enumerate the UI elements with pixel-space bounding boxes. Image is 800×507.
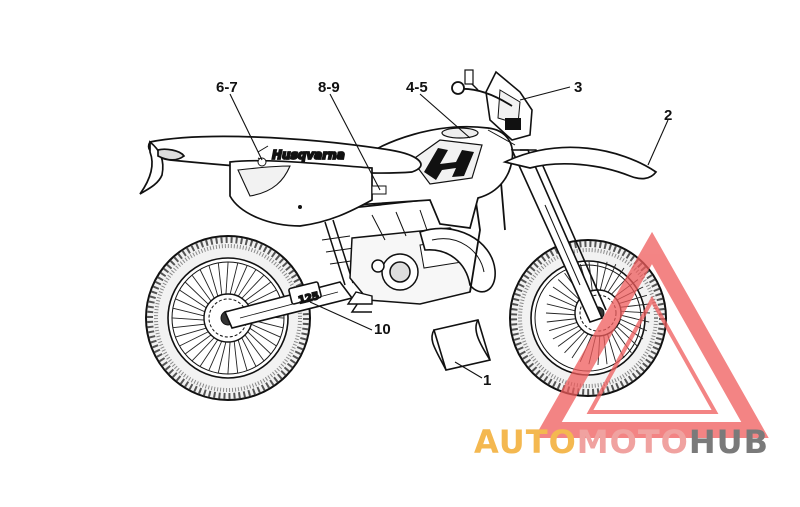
callout-label-8-9: 8-9: [318, 79, 340, 96]
callout-label-2: 2: [664, 107, 672, 124]
front-fender: [502, 146, 658, 180]
handlebar: [451, 69, 513, 107]
swingarm: 125: [223, 281, 354, 329]
watermark-part-auto: AUTO: [474, 423, 577, 461]
callout-label-3: 3: [574, 79, 582, 96]
callout-label-1: 1: [483, 372, 491, 389]
front-fork: [510, 149, 607, 323]
watermark-text: AUTOMOTOHUB: [474, 423, 769, 461]
front-number-plate: [485, 70, 533, 141]
watermark-part-moto: MOTO: [577, 423, 689, 461]
exhaust-pipe: [419, 227, 496, 293]
rear-fender: [139, 140, 186, 195]
callout-label-6-7: 6-7: [216, 79, 238, 96]
seat: Husqvarna: [147, 135, 422, 174]
callout-label-10: 10: [374, 321, 391, 338]
fuel-tank-shroud: [349, 125, 516, 229]
callout-label-4-5: 4-5: [406, 79, 428, 96]
side-panel: [229, 157, 387, 227]
seat-brand-text: Husqvarna: [272, 148, 345, 162]
decal-kit-package: [431, 319, 492, 371]
watermark-logo: AUTOMOTOHUB: [474, 231, 769, 461]
footpeg: [346, 291, 373, 305]
leader-lines: [229, 86, 669, 379]
watermark-part-hub: HUB: [689, 423, 769, 461]
watermark-triangle-icon: [534, 231, 769, 438]
